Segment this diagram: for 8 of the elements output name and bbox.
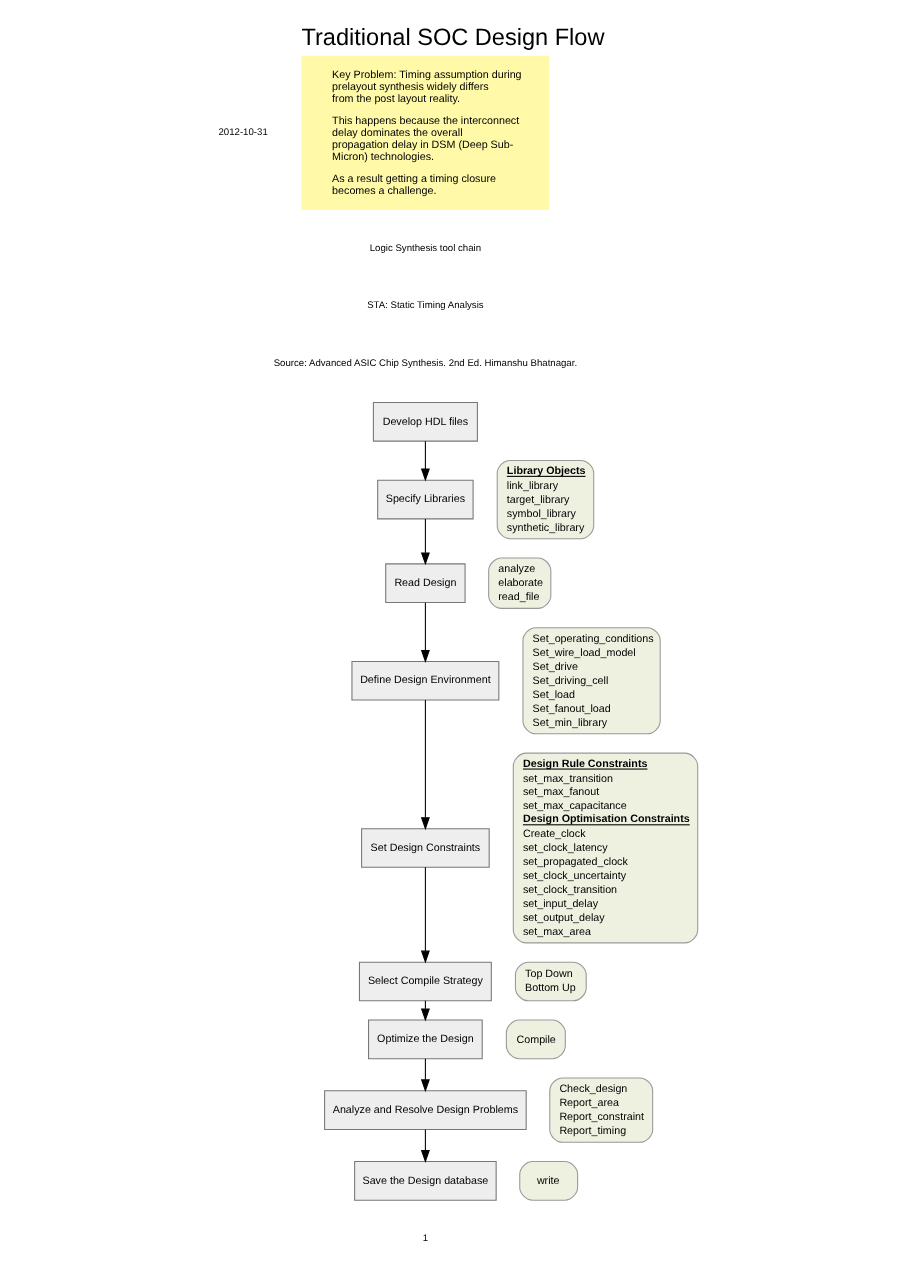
diagram-title: Traditional SOC Design Flow — [300, 25, 604, 52]
arrow — [419, 518, 429, 566]
arrow — [419, 602, 429, 663]
arrow — [419, 1129, 429, 1163]
arrow — [419, 440, 429, 482]
arrow — [419, 1058, 429, 1093]
arrow — [419, 866, 429, 964]
arrow — [419, 699, 429, 831]
